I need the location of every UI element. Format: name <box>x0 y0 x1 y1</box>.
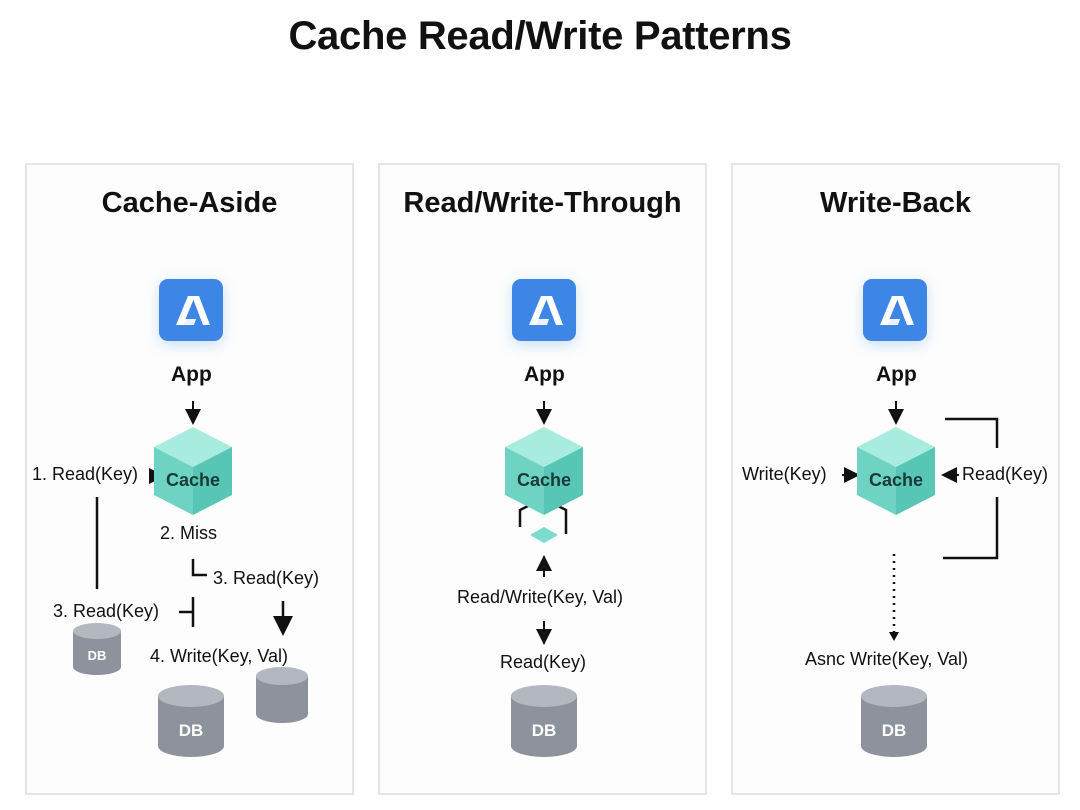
read-write-label: Read/Write(Key, Val) <box>457 587 624 607</box>
db-large: DB <box>158 685 224 757</box>
connectors <box>518 401 568 645</box>
cache-label: Cache <box>165 470 221 490</box>
step-write: 4. Write(Key, Val) <box>150 646 289 666</box>
bracket-right <box>557 504 568 534</box>
bracket-bottom <box>943 497 999 560</box>
step-read-key-1: 1. Read(Key) <box>32 464 139 484</box>
cache-cube: Cache <box>505 427 583 515</box>
bracket-left <box>518 504 529 527</box>
cache-label: Cache <box>868 470 924 490</box>
panel-write-back: Write-Back App Cache Write(Key) Read(Key… <box>731 163 1060 795</box>
panel-title: Write-Back <box>820 187 971 219</box>
app-label: App <box>524 363 565 386</box>
panel-read-write-through: Read/Write-Through App Cache Read/Write(… <box>378 163 707 795</box>
step-read-key-3a: 3. Read(Key) <box>213 568 320 588</box>
data-chip <box>530 527 558 543</box>
step-read-key-3b: 3. Read(Key) <box>53 601 160 621</box>
panel-cache-aside: Cache-Aside App Cache 1. Read(Key) 2. Mi… <box>25 163 354 795</box>
app-icon <box>512 279 576 341</box>
cache-label: Cache <box>516 470 572 490</box>
app-icon <box>863 279 927 341</box>
bracket-top <box>945 417 999 448</box>
db: DB <box>861 685 927 757</box>
read-label: Read(Key) <box>500 652 587 672</box>
db: DB <box>511 685 577 757</box>
connectors <box>842 401 999 641</box>
page-title: Cache Read/Write Patterns <box>288 14 792 58</box>
db-medium <box>256 667 308 723</box>
panel-title: Cache-Aside <box>101 187 278 219</box>
write-label: Write(Key) <box>742 464 827 484</box>
db-small: DB <box>73 623 121 675</box>
step-miss: 2. Miss <box>160 523 218 543</box>
read-label: Read(Key) <box>962 464 1049 484</box>
cache-cube: Cache <box>154 427 232 515</box>
miss-connector <box>191 559 207 577</box>
cache-cube: Cache <box>857 427 935 515</box>
app-label: App <box>876 363 917 386</box>
panel-title: Read/Write-Through <box>403 187 682 219</box>
async-write-label: Asnc Write(Key, Val) <box>805 649 969 669</box>
app-icon <box>159 279 223 341</box>
app-label: App <box>171 363 212 386</box>
